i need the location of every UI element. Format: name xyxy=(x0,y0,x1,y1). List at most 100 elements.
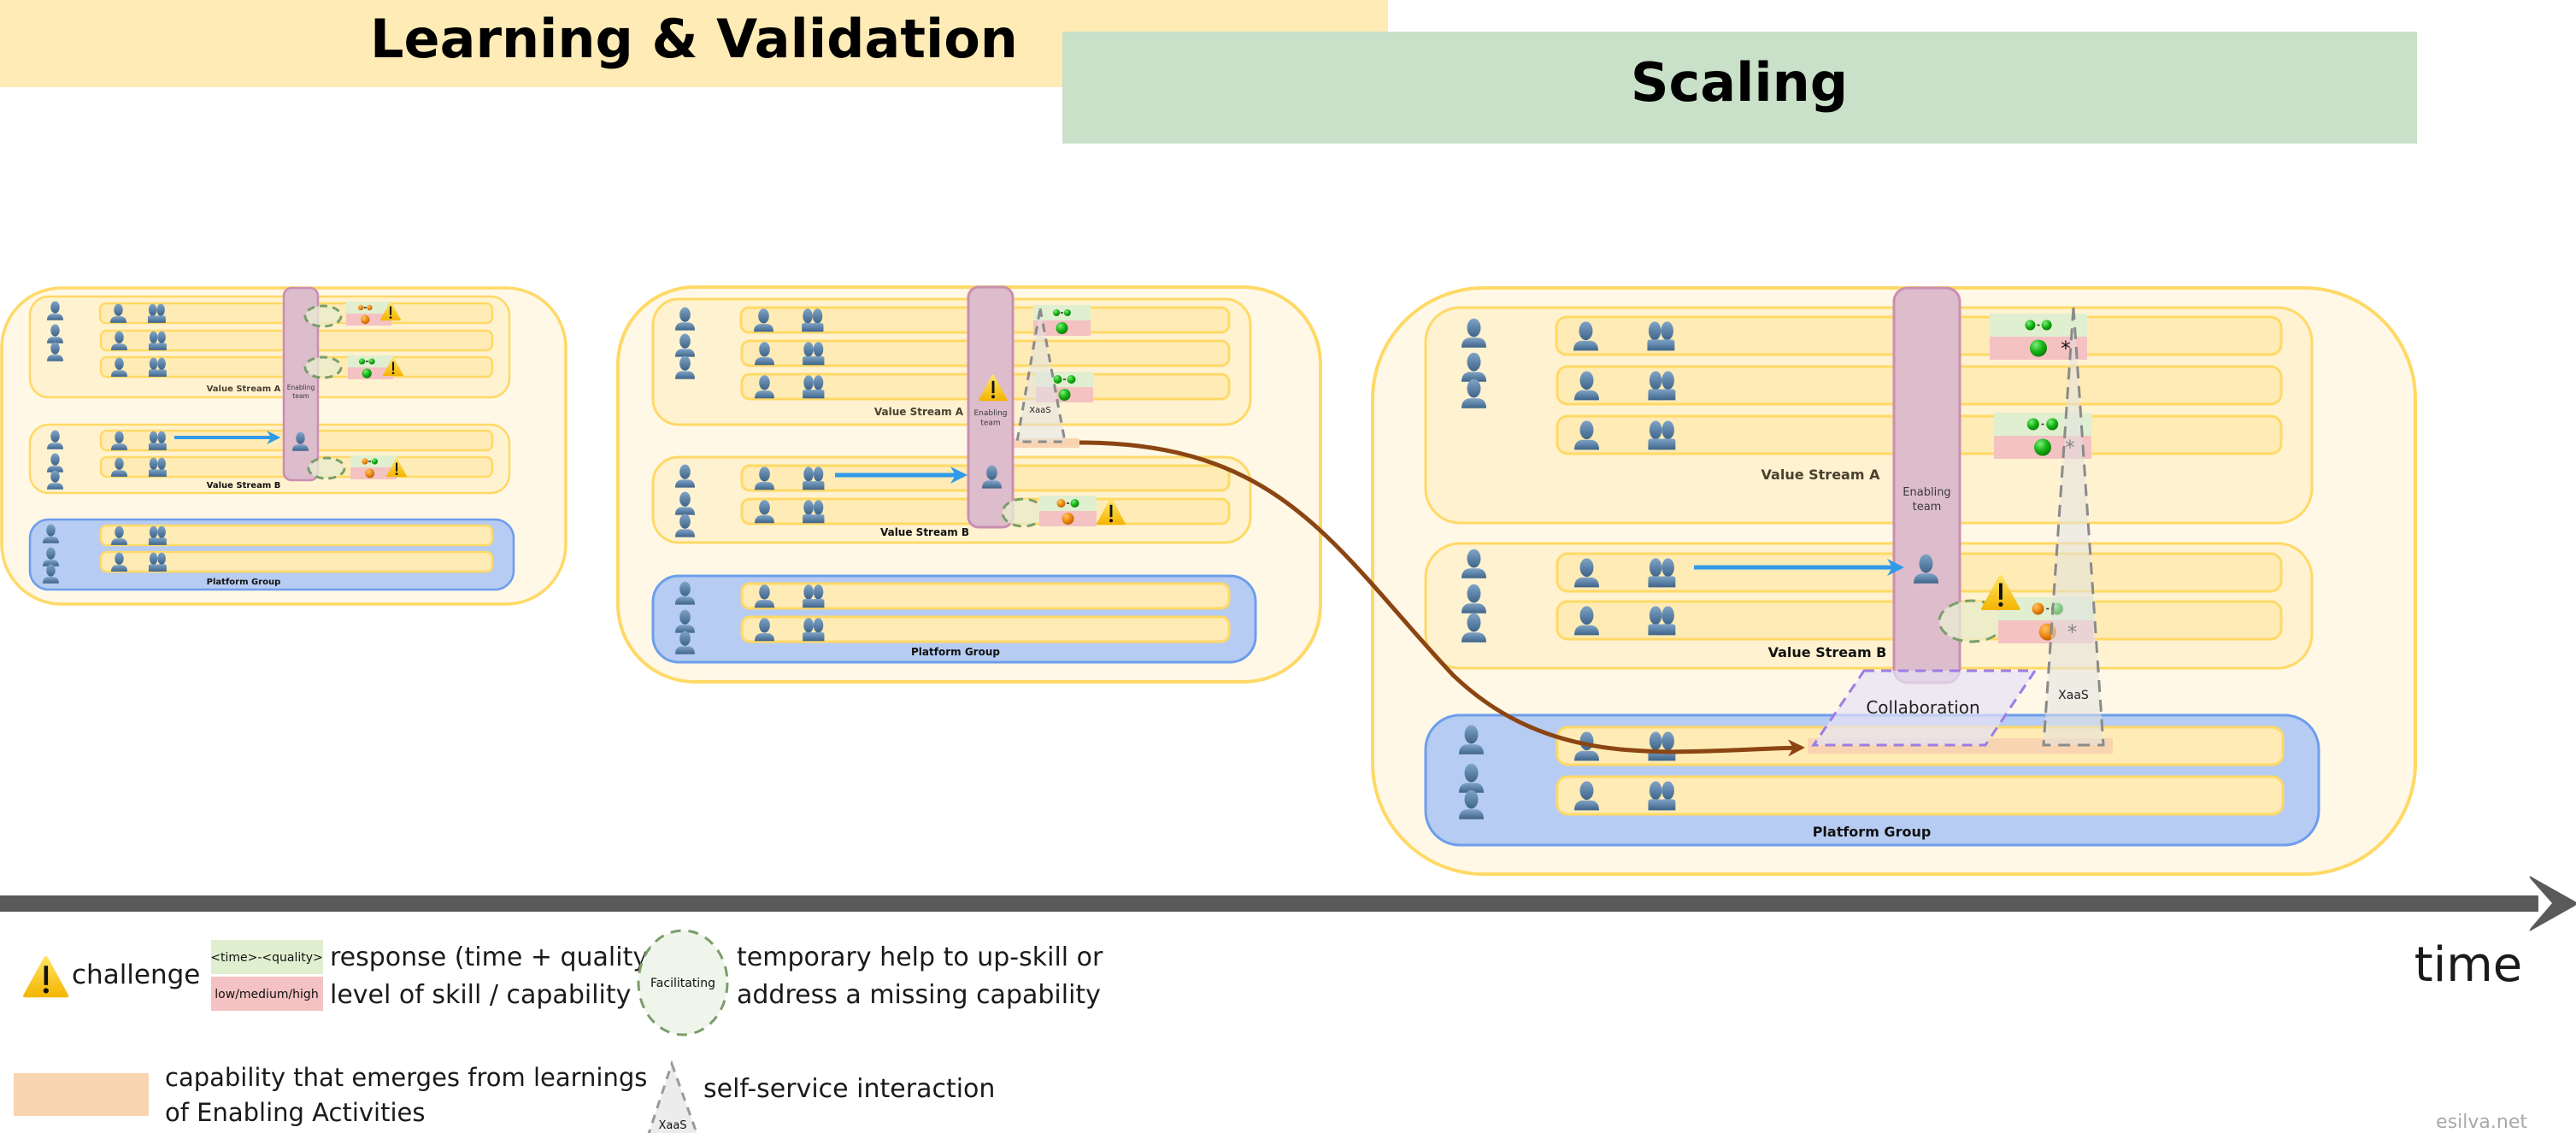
person-body xyxy=(111,370,127,377)
person-head xyxy=(679,355,691,371)
emergent-capability-bar xyxy=(994,438,1079,448)
pair-icon xyxy=(803,500,825,524)
person-head xyxy=(1579,606,1594,625)
person-head xyxy=(1464,725,1479,744)
legend-emergent: capability that emerges from learnings o… xyxy=(14,1063,647,1127)
pair-icon xyxy=(148,431,167,450)
pair-head xyxy=(157,331,166,343)
person-body xyxy=(1914,573,1938,584)
person-head xyxy=(50,324,60,337)
warning-icon xyxy=(23,956,69,998)
pair-icon xyxy=(803,618,825,642)
value-stream-a-label: Value Stream A xyxy=(874,406,964,418)
pair-body xyxy=(812,514,825,524)
person-body xyxy=(1574,625,1599,636)
pair-head xyxy=(813,342,824,357)
response-dash xyxy=(363,307,367,308)
pair-body xyxy=(1648,799,1663,811)
legend-facilitating-text-line1: temporary help to up-skill or xyxy=(737,942,1103,972)
person-icon xyxy=(675,464,695,488)
pair-head xyxy=(803,308,813,324)
pair-icon xyxy=(1648,420,1676,450)
pair-body xyxy=(1648,438,1663,450)
orange-dot-icon xyxy=(357,304,364,311)
team-row-bg xyxy=(740,582,1231,610)
pair-head xyxy=(1649,731,1662,751)
pair-body xyxy=(803,514,815,524)
response-badge: * xyxy=(1938,574,2093,644)
platform-group-label: Platform Group xyxy=(1813,824,1932,840)
pair-head xyxy=(1661,558,1674,578)
pair-body xyxy=(1660,799,1676,811)
pair-head xyxy=(1649,371,1662,390)
pair-icon xyxy=(1648,558,1676,588)
person-body xyxy=(47,337,63,343)
value-stream-b-label: Value Stream B xyxy=(207,481,281,490)
green-dot-icon xyxy=(1063,309,1071,316)
xaas-label: XaaS xyxy=(2058,689,2089,702)
green-dot-icon xyxy=(2041,320,2052,331)
pair-head xyxy=(157,457,166,470)
enabling-team-label: Enabling xyxy=(287,384,315,391)
person-body xyxy=(755,600,774,608)
team-row-bg xyxy=(99,524,494,547)
value-stream-a-label: Value Stream A xyxy=(207,385,281,394)
legend-challenge: challenge xyxy=(23,956,200,998)
orange-dot-icon xyxy=(2032,602,2044,615)
pair-head xyxy=(149,431,158,443)
person-body xyxy=(675,322,695,331)
warning-icon xyxy=(386,458,407,478)
person-head xyxy=(114,303,123,316)
legend-xaas-label: XaaS xyxy=(658,1119,686,1132)
person-icon xyxy=(1574,371,1599,401)
facilitating-icon xyxy=(303,304,343,328)
person-head xyxy=(1579,558,1594,578)
pair-head xyxy=(813,584,824,600)
pair-icon xyxy=(148,457,167,477)
person-head xyxy=(1467,318,1481,338)
person-body xyxy=(755,390,774,399)
person-icon xyxy=(755,584,774,608)
person-head xyxy=(679,333,691,349)
person-body xyxy=(755,515,774,524)
person-icon xyxy=(1574,558,1599,588)
person-icon xyxy=(982,465,1002,489)
pair-head xyxy=(157,525,166,538)
legend-response-box-bottom xyxy=(211,977,323,1011)
pair-body xyxy=(148,469,159,477)
pair-icon xyxy=(803,375,825,399)
enabling-team-label: Enabling xyxy=(1903,486,1950,499)
timeline-bar xyxy=(0,895,2538,912)
person-icon xyxy=(755,375,774,399)
person-head xyxy=(115,431,124,443)
value-stream-a-label: Value Stream A xyxy=(1761,467,1881,483)
pair-icon xyxy=(803,467,825,490)
warning-icon xyxy=(979,374,1008,402)
person-head xyxy=(1467,584,1481,603)
person-body xyxy=(111,443,127,450)
person-head xyxy=(759,584,770,600)
xaas-interaction: XaaS xyxy=(1015,308,1067,443)
pair-body xyxy=(812,631,825,642)
person-icon xyxy=(755,500,774,524)
green-dot-icon xyxy=(1053,375,1062,384)
response-badge xyxy=(303,355,403,379)
person-body xyxy=(675,371,695,379)
person-body xyxy=(1461,603,1486,613)
orange-dot-icon xyxy=(361,314,370,325)
pair-body xyxy=(156,343,167,350)
legend-challenge-text: challenge xyxy=(72,960,200,990)
response-dash xyxy=(1061,312,1063,314)
person-head xyxy=(679,609,691,625)
person-head xyxy=(1919,554,1933,573)
person-body xyxy=(43,577,59,584)
facilitating-icon xyxy=(1001,497,1045,528)
person-icon xyxy=(1459,763,1484,793)
collaboration-label: Collaboration xyxy=(1866,697,1979,718)
person-icon xyxy=(1914,554,1938,584)
person-head xyxy=(759,467,770,482)
pair-head xyxy=(1649,420,1662,440)
person-head xyxy=(759,500,770,515)
person-head xyxy=(115,457,124,470)
